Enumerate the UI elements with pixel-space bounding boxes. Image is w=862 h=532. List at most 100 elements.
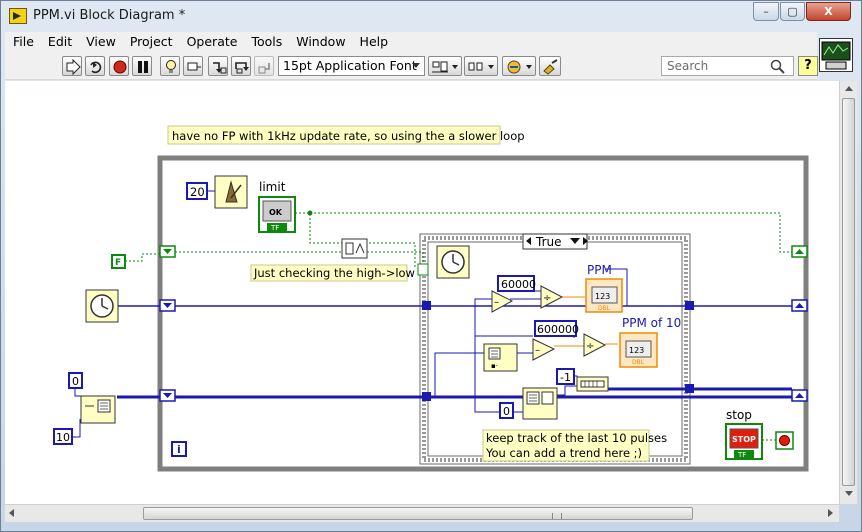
menu-tools[interactable]: Tools — [251, 34, 283, 49]
constant-600000[interactable]: 600000 — [534, 320, 579, 337]
free-label-edge-comment[interactable]: Just checking the high->low — [250, 264, 415, 282]
chevron-down-icon — [412, 63, 420, 68]
grip-icon — [552, 513, 562, 519]
comment-top-text: have no FP with 1kHz update rate, so usi… — [172, 129, 525, 143]
case-increment-icon[interactable] — [583, 237, 588, 245]
limit-boolean-control[interactable]: OK TF — [258, 196, 296, 233]
block-diagram-canvas[interactable]: have no FP with 1kHz update rate, so usi… — [5, 81, 839, 504]
context-help-button[interactable]: ? — [798, 56, 818, 76]
vi-icon[interactable] — [819, 38, 853, 72]
divide-sign-2: ÷ — [586, 341, 594, 352]
while-loop[interactable] — [157, 155, 809, 472]
close-button[interactable]: X — [806, 2, 851, 21]
horizontal-scrollbar[interactable] — [5, 504, 839, 522]
lightbulb-icon — [166, 60, 176, 73]
menu-operate[interactable]: Operate — [186, 34, 238, 49]
search-icon[interactable] — [770, 59, 786, 78]
menu-view[interactable]: View — [86, 34, 116, 49]
labview-app-icon — [9, 8, 27, 24]
title-bar[interactable]: PPM.vi Block Diagram * – ▢ X — [1, 1, 862, 31]
horizontal-scroll-thumb[interactable] — [143, 507, 693, 520]
case-selector[interactable]: True — [522, 233, 588, 250]
loop-condition-terminal[interactable] — [775, 431, 794, 450]
initialize-array-function[interactable] — [80, 395, 116, 424]
menu-help[interactable]: Help — [359, 34, 389, 49]
wait-ms-value: 20 — [190, 185, 205, 199]
false-constant[interactable]: F — [111, 254, 126, 269]
free-label-comment-top[interactable]: have no FP with 1kHz update rate, so usi… — [167, 125, 525, 145]
constant-60000[interactable]: 60000 — [497, 275, 536, 292]
reorder-button[interactable] — [502, 56, 536, 76]
and-function[interactable] — [341, 238, 368, 259]
constant-neg1[interactable]: -1 — [556, 368, 575, 385]
toolbar: 15pt Application Font Search ? — [5, 53, 818, 80]
abort-button[interactable] — [109, 56, 129, 76]
distribute-objects-button[interactable] — [464, 56, 498, 76]
stop-boolean-control[interactable]: STOP TF — [725, 423, 763, 460]
menu-edit[interactable]: Edit — [47, 34, 73, 49]
constant-zero-inner[interactable]: 0 — [499, 402, 514, 419]
step-into-button[interactable] — [208, 56, 228, 76]
ppm-indicator-type: DBL — [598, 305, 611, 312]
constant-ten[interactable]: 10 — [53, 428, 73, 445]
retain-wire-values-button[interactable] — [183, 56, 203, 76]
rotate-array-function[interactable] — [576, 376, 609, 392]
case-selector-label: True — [535, 235, 562, 249]
vertical-scroll-thumb[interactable] — [842, 98, 855, 486]
boolean-wires — [125, 212, 793, 441]
ppm-indicator[interactable]: 123 DBL — [585, 278, 623, 313]
subtract-function-1[interactable]: – — [491, 290, 514, 313]
broom-icon — [543, 59, 558, 75]
wait-ms-constant[interactable]: 20 — [186, 182, 208, 200]
step-out-button[interactable] — [254, 56, 274, 76]
stop-if-true-icon — [779, 435, 790, 446]
subtract-function-2[interactable]: – — [532, 338, 556, 361]
tick-count-function[interactable] — [85, 289, 119, 323]
scroll-down-icon[interactable] — [845, 491, 853, 496]
step-out-icon — [258, 63, 270, 74]
dbl-wires — [554, 296, 618, 347]
replace-array-subset-function[interactable] — [522, 387, 558, 420]
highlight-execution-button[interactable] — [160, 56, 180, 76]
tick-count-inner[interactable] — [436, 245, 470, 279]
minimize-button[interactable]: – — [753, 2, 779, 21]
run-arrow-button[interactable] — [62, 56, 82, 76]
step-over-icon — [235, 62, 249, 74]
align-objects-button[interactable] — [428, 56, 462, 76]
pause-button[interactable] — [132, 56, 152, 76]
menu-window[interactable]: Window — [296, 34, 346, 49]
array-subset-glyph: ▪· — [491, 362, 498, 370]
ppm10-indicator[interactable]: 123 DBL — [619, 332, 658, 368]
maximize-button[interactable]: ▢ — [780, 2, 805, 21]
search-input[interactable]: Search — [661, 56, 794, 76]
scroll-up-icon[interactable] — [845, 86, 853, 91]
probe-icon — [187, 62, 201, 71]
case-decrement-icon[interactable] — [526, 237, 531, 245]
menu-project[interactable]: Project — [129, 34, 173, 49]
stop-button-text: STOP — [732, 435, 756, 444]
font-dropdown-value: 15pt Application Font — [283, 58, 417, 73]
free-label-keep-track[interactable]: keep track of the last 10 pulses You can… — [482, 429, 667, 462]
font-dropdown[interactable]: 15pt Application Font — [278, 56, 425, 76]
constant-neg1-text: -1 — [560, 371, 571, 384]
metronome-icon — [225, 180, 238, 203]
constant-zero-outer[interactable]: 0 — [68, 372, 83, 389]
ppm10-indicator-type: DBL — [632, 359, 645, 366]
clean-up-diagram-button[interactable] — [539, 56, 561, 76]
step-over-button[interactable] — [231, 56, 251, 76]
window-title: PPM.vi Block Diagram * — [33, 8, 186, 23]
ppm10-label: PPM of 10 — [622, 316, 681, 330]
divide-function-1[interactable]: ÷ — [540, 285, 564, 309]
constant-zero-outer-text: 0 — [72, 375, 79, 388]
menu-file[interactable]: File — [13, 34, 34, 49]
vertical-scrollbar[interactable] — [839, 81, 857, 504]
chevron-down-icon[interactable] — [570, 238, 580, 244]
scroll-right-icon[interactable] — [828, 509, 833, 517]
run-continuously-button[interactable] — [85, 56, 105, 76]
array-subset-node[interactable]: ▪· — [483, 343, 518, 372]
scroll-left-icon[interactable] — [9, 509, 14, 517]
iteration-terminal[interactable]: i — [171, 441, 187, 457]
divide-function-2[interactable]: ÷ — [583, 333, 607, 357]
false-constant-text: F — [115, 258, 121, 268]
wait-until-next-ms-function[interactable] — [214, 175, 248, 209]
